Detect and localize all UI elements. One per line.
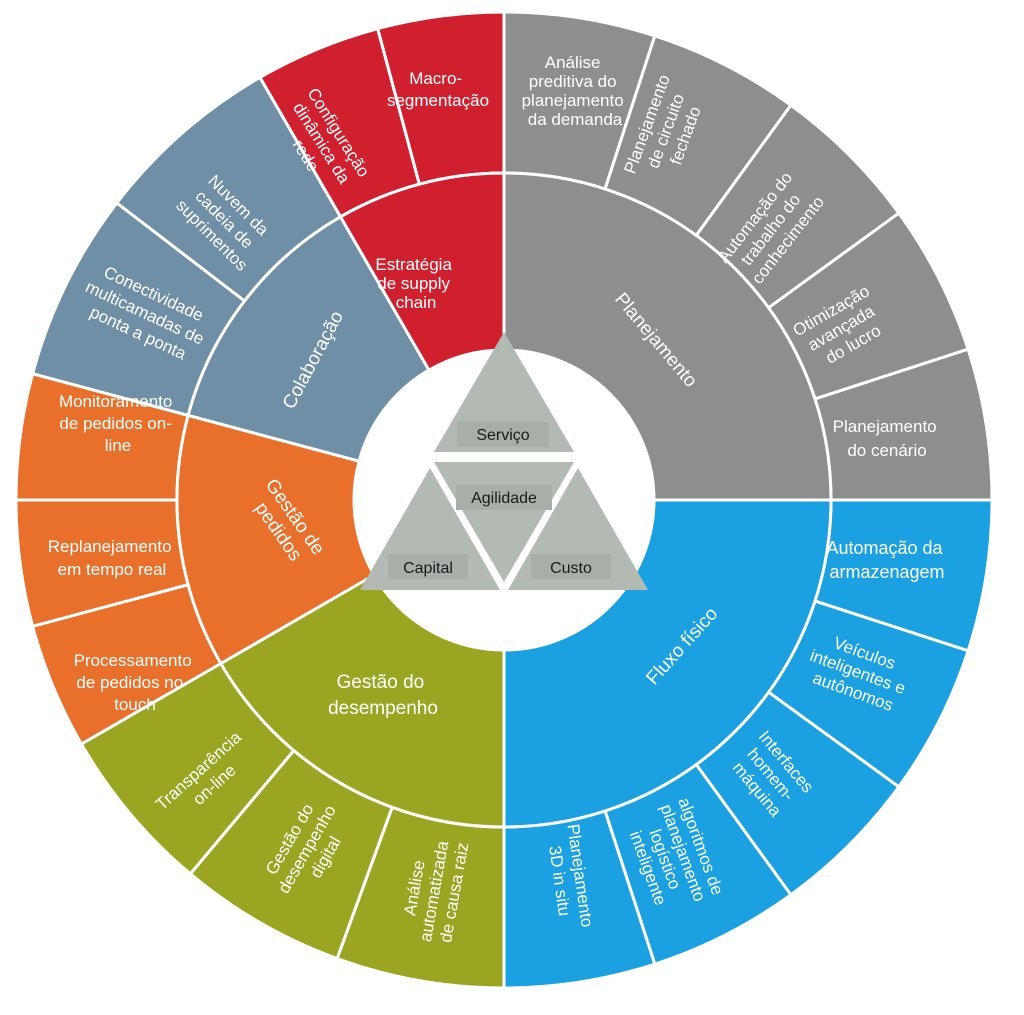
svg-text:Macro- segmentação: Macro- segmentação xyxy=(387,69,489,110)
item-label: Macro- segmentação xyxy=(387,69,489,110)
agility-label-bg xyxy=(456,485,552,510)
cost-label: Custo xyxy=(550,560,592,577)
cost-label-bg xyxy=(531,554,611,579)
agility-label: Agilidade xyxy=(471,490,537,507)
svg-text:Planejamento 3D in sit: Planejamento 3D in situ xyxy=(543,823,598,936)
svg-text:Automação da armazenag: Automação da armazenagem xyxy=(826,538,947,582)
svg-text:Gestão do desempenho: Gestão do desempenho xyxy=(328,672,438,719)
sector-label: Gestão do desempenho xyxy=(328,672,438,719)
center-triangles: Serviço Agilidade Capital Custo xyxy=(360,332,648,590)
sector-pedidos xyxy=(175,413,377,666)
outer-ring xyxy=(14,10,994,990)
capital-label: Capital xyxy=(403,560,453,577)
svg-text:Análise preditiva do: Análise preditiva do planejamento da dem… xyxy=(522,53,629,129)
item-label: Análise automatizada de causa raiz xyxy=(396,831,473,946)
item-label: Monitoramento de pedidos on- line xyxy=(59,392,177,455)
svg-text:Replanejamento em temp: Replanejamento em tempo real xyxy=(48,537,177,579)
sector-colaboracao xyxy=(186,214,432,464)
item-label: Processamento de pedidos no- touch xyxy=(74,651,197,714)
item-label: Replanejamento em tempo real xyxy=(48,537,177,579)
service-label-bg xyxy=(457,422,549,447)
svg-text:Análise automatizada: Análise automatizada de causa raiz xyxy=(396,831,473,946)
svg-text:Planejamento do cenári: Planejamento do cenário xyxy=(833,417,942,460)
item-label: Automação da armazenagem xyxy=(826,538,947,582)
item-label: Planejamento 3D in situ xyxy=(543,823,598,936)
inner-ring xyxy=(175,171,833,829)
svg-text:Processamento de pedid: Processamento de pedidos no- touch xyxy=(74,651,197,714)
item-label: Planejamento do cenário xyxy=(833,417,942,460)
item-label: Análise preditiva do planejamento da dem… xyxy=(522,53,629,129)
svg-text:Monitoramento de pedid: Monitoramento de pedidos on- line xyxy=(59,392,177,455)
service-label: Serviço xyxy=(476,427,529,444)
sector-label: Estratégia de supply chain xyxy=(375,255,456,312)
svg-text:Estratégia de supply: Estratégia de supply chain xyxy=(375,255,456,312)
capital-label-bg xyxy=(388,554,468,579)
